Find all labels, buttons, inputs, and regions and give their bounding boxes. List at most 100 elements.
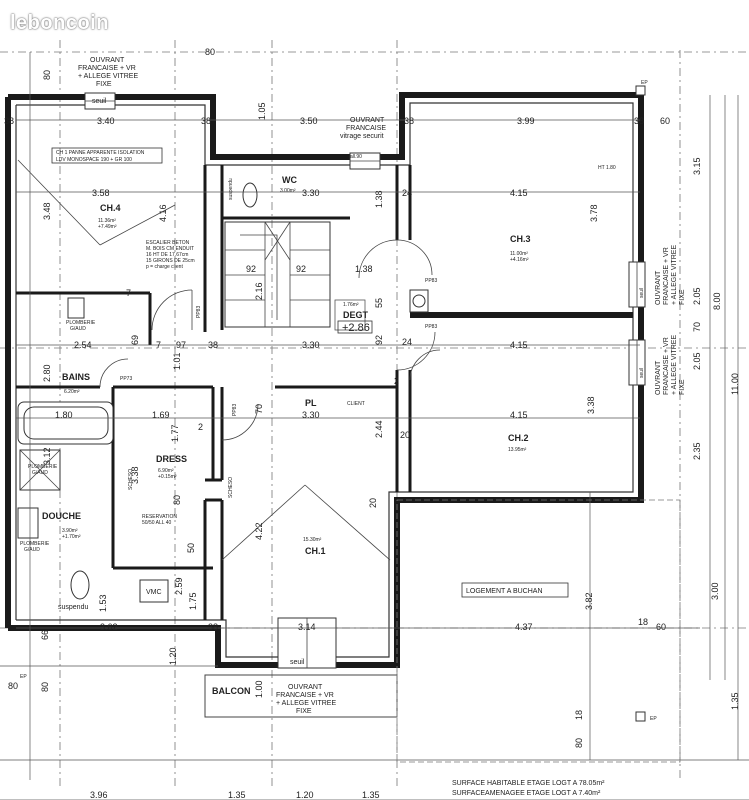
svg-text:3.30: 3.30	[302, 188, 320, 198]
svg-text:seuil: seuil	[639, 288, 645, 298]
svg-text:FRANCAISE + VR: FRANCAISE + VR	[663, 337, 670, 395]
svg-text:LOGEMENT A BUCHAN: LOGEMENT A BUCHAN	[466, 588, 543, 595]
svg-text:suspendu: suspendu	[58, 604, 88, 611]
svg-text:PP73: PP73	[120, 376, 132, 382]
svg-text:38: 38	[201, 116, 211, 126]
svg-text:3.58: 3.58	[92, 188, 110, 198]
svg-text:8.00: 8.00	[712, 292, 722, 310]
svg-text:OUVRANT: OUVRANT	[655, 360, 662, 395]
svg-text:3.96: 3.96	[90, 790, 108, 800]
svg-text:FRANCAISE + VR: FRANCAISE + VR	[78, 65, 136, 72]
svg-text:CLIENT: CLIENT	[347, 401, 365, 407]
svg-text:80: 80	[205, 47, 215, 57]
svg-text:16 HT DE 17.67cm: 16 HT DE 17.67cm	[146, 252, 188, 258]
svg-text:1.20: 1.20	[296, 790, 314, 800]
svg-text:PP83: PP83	[425, 278, 437, 284]
svg-text:EP: EP	[641, 80, 648, 86]
svg-text:24: 24	[402, 337, 412, 347]
svg-text:OUVRANT: OUVRANT	[288, 684, 323, 691]
svg-text:2.16: 2.16	[254, 282, 264, 300]
svg-text:3.12: 3.12	[42, 447, 52, 465]
svg-text:50/50 ALL 40: 50/50 ALL 40	[142, 520, 172, 526]
svg-text:80: 80	[8, 681, 18, 691]
svg-text:FIXE: FIXE	[296, 708, 312, 715]
svg-text:M. BOIS CM ENDUIT: M. BOIS CM ENDUIT	[146, 246, 194, 252]
room-name-ch2: CH.2	[508, 433, 529, 443]
svg-text:FRANCAISE: FRANCAISE	[346, 125, 386, 132]
svg-text:97: 97	[176, 340, 186, 350]
svg-text:OUVRANT: OUVRANT	[350, 117, 385, 124]
svg-text:66: 66	[40, 630, 50, 640]
annotations: OUVRANT FRANCAISE + VR + ALLEGE VITREE F…	[20, 57, 686, 797]
svg-text:2.59: 2.59	[174, 577, 184, 595]
svg-text:SURFACEAMENAGEE ETAGE LOGT A 7: SURFACEAMENAGEE ETAGE LOGT A 7.40m²	[452, 790, 601, 797]
svg-text:HT 1.80: HT 1.80	[598, 165, 616, 171]
svg-text:3.50: 3.50	[300, 116, 318, 126]
exterior-walls	[5, 92, 644, 668]
svg-text:FIXE: FIXE	[679, 379, 686, 395]
svg-text:OUVRANT: OUVRANT	[90, 57, 125, 64]
svg-text:1.77: 1.77	[170, 424, 180, 442]
svg-text:1.38: 1.38	[374, 190, 384, 208]
svg-text:92: 92	[374, 335, 384, 345]
svg-text:6.20m²: 6.20m²	[64, 389, 80, 395]
svg-text:38: 38	[208, 622, 218, 632]
svg-text:3.99: 3.99	[517, 116, 535, 126]
svg-text:seuil: seuil	[639, 368, 645, 378]
svg-text:38: 38	[4, 116, 14, 126]
svg-text:1.00: 1.00	[254, 680, 264, 698]
svg-text:2: 2	[394, 376, 399, 386]
room-name-wc: WC	[282, 175, 297, 185]
svg-text:38: 38	[208, 340, 218, 350]
lot-outline	[396, 499, 681, 763]
svg-text:G/AUD: G/AUD	[70, 326, 86, 332]
svg-text:7: 7	[126, 288, 131, 298]
fixtures	[17, 85, 646, 722]
svg-text:PLOMBERIE: PLOMBERIE	[20, 541, 50, 547]
svg-text:1.53: 1.53	[98, 594, 108, 612]
svg-text:PP83: PP83	[196, 306, 202, 318]
svg-text:20: 20	[368, 498, 378, 508]
svg-text:70: 70	[692, 322, 702, 332]
svg-text:EP: EP	[650, 716, 657, 722]
svg-text:6.90m²: 6.90m²	[158, 468, 174, 474]
svg-text:15 GIRONS DE 25cm: 15 GIRONS DE 25cm	[146, 258, 195, 264]
svg-text:4.16: 4.16	[158, 204, 168, 222]
svg-text:3.90m²: 3.90m²	[62, 528, 78, 534]
svg-text:suspendu: suspendu	[228, 178, 234, 200]
svg-text:2.54: 2.54	[74, 340, 92, 350]
svg-text:+7.49m²: +7.49m²	[98, 224, 117, 230]
svg-text:1.35: 1.35	[228, 790, 246, 800]
svg-text:PP83: PP83	[425, 324, 437, 330]
svg-text:18: 18	[638, 617, 648, 627]
dimension-lines	[0, 52, 749, 800]
room-name-ch4: CH.4	[100, 203, 121, 213]
svg-text:2.44: 2.44	[374, 420, 384, 438]
svg-text:11.00: 11.00	[730, 373, 740, 395]
interior-walls	[16, 165, 633, 620]
svg-text:70: 70	[254, 404, 264, 414]
svg-text:+0.15m²: +0.15m²	[158, 474, 177, 480]
svg-text:2.35: 2.35	[692, 442, 702, 460]
svg-text:4.15: 4.15	[510, 410, 528, 420]
svg-text:SURFACE HABITABLE ETAGE LOGT A: SURFACE HABITABLE ETAGE LOGT A 78.05m²	[452, 780, 605, 787]
svg-text:3.14: 3.14	[298, 622, 316, 632]
svg-text:3.00m²: 3.00m²	[280, 188, 296, 194]
svg-text:3.62: 3.62	[100, 622, 118, 632]
svg-text:3.00: 3.00	[710, 582, 720, 600]
room-labels: CH.4 11.36m² +7.49m² CH.3 11.00m² +4.16m…	[42, 175, 531, 696]
svg-text:38: 38	[404, 116, 414, 126]
svg-text:EP: EP	[20, 674, 27, 680]
svg-text:1.75: 1.75	[188, 592, 198, 610]
svg-text:1.20: 1.20	[168, 647, 178, 665]
svg-text:+ ALLEGE VITREE: + ALLEGE VITREE	[78, 73, 138, 80]
svg-text:1.80: 1.80	[55, 410, 73, 420]
svg-text:1.05: 1.05	[257, 102, 267, 120]
svg-text:3.30: 3.30	[302, 410, 320, 420]
roof-slopes	[17, 159, 391, 561]
room-name-ch3: CH.3	[510, 234, 531, 244]
svg-text:60: 60	[656, 622, 666, 632]
staircase	[224, 221, 366, 331]
svg-text:38: 38	[634, 116, 644, 126]
svg-text:3.78: 3.78	[589, 204, 599, 222]
